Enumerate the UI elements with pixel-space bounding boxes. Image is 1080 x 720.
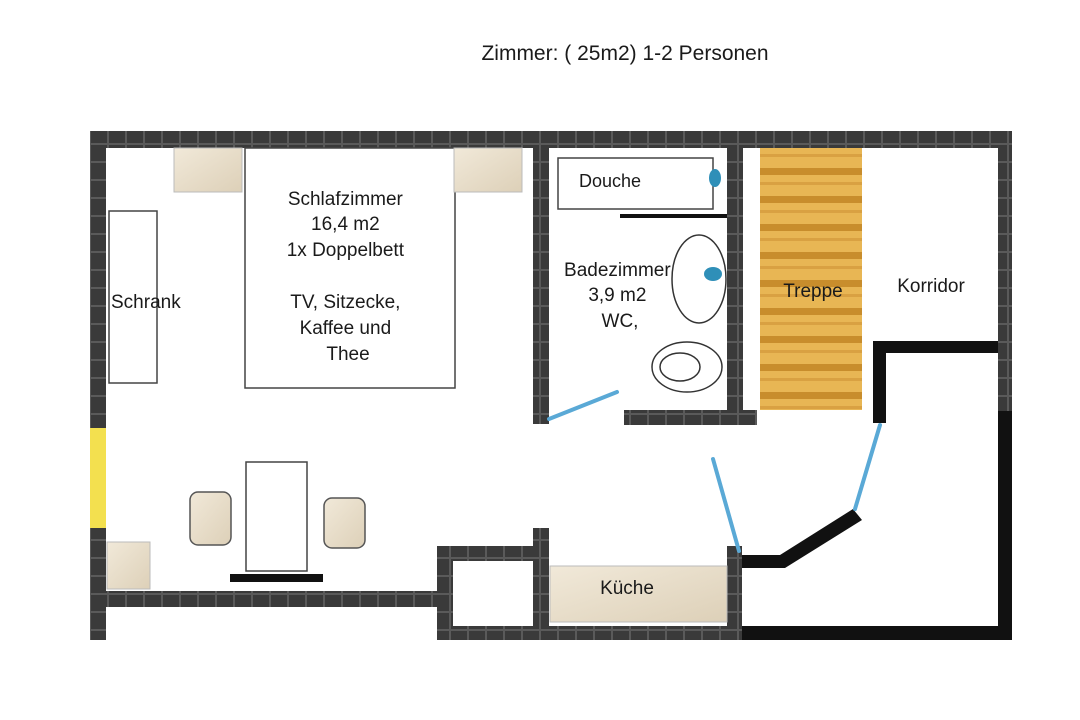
kitchen-door <box>711 457 741 553</box>
corridor-wall-v <box>873 341 886 423</box>
shower-label: Douche <box>579 171 641 191</box>
stairs-area <box>760 148 862 410</box>
bedroom-line-7: Thee <box>326 344 369 365</box>
corridor-label: Korridor <box>897 276 965 297</box>
sink <box>671 234 727 324</box>
wall-bottom-left <box>90 591 440 607</box>
wall-top <box>90 131 1012 148</box>
chair-right <box>323 497 366 549</box>
kitchen-counter <box>549 565 728 623</box>
bedroom-line-6: Kaffee und <box>300 318 392 339</box>
corridor-angled-wall <box>742 509 862 568</box>
wardrobe <box>108 210 158 384</box>
bathroom: Douche Badezimmer 3,9 m2 WC, <box>557 157 727 393</box>
outer-walls <box>90 131 1012 640</box>
wall-left-lower <box>90 528 106 640</box>
bedroom-line-1: Schlafzimmer <box>288 189 404 210</box>
shower-tap <box>709 169 721 187</box>
nightstand-left <box>173 147 243 193</box>
kitchen-wall-mid <box>533 528 549 640</box>
inner-walls <box>437 131 998 640</box>
shower <box>557 157 714 210</box>
toilet-inner <box>659 352 701 382</box>
kitchen-wall-left <box>437 546 453 640</box>
shower-screen <box>620 214 727 218</box>
bedroom-line-3: 1x Doppelbett <box>287 240 405 261</box>
wardrobe-label: Schrank <box>111 292 181 313</box>
bedroom-line-5: TV, Sitzecke, <box>290 292 400 313</box>
bathroom-line-2: 3,9 m2 <box>588 285 646 306</box>
wall-left-upper <box>90 131 106 428</box>
bathroom-line-3: WC, <box>602 311 639 332</box>
wall-right-upper <box>998 131 1012 411</box>
side-table <box>106 541 151 590</box>
kitchen-wall-top <box>437 546 537 561</box>
double-bed <box>244 147 456 389</box>
doors <box>547 390 882 553</box>
bath-wall-bottom <box>624 410 757 425</box>
kitchen: Küche <box>549 565 728 623</box>
nightstand-right <box>453 147 523 193</box>
wall-right-lower <box>998 411 1012 640</box>
bedroom-label: Schlafzimmer 16,4 m2 1x Doppelbett TV, S… <box>287 189 410 365</box>
tv-stand <box>230 574 323 582</box>
chair-left <box>189 491 232 546</box>
kitchen-wall-right <box>727 546 742 640</box>
table <box>245 461 308 572</box>
stairs: Treppe <box>760 148 862 410</box>
plan-title: Zimmer: ( 25m2) 1-2 Personen <box>481 42 769 65</box>
stairs-label: Treppe <box>783 281 843 302</box>
corridor-wall-h <box>873 341 998 353</box>
kitchen-label: Küche <box>600 578 654 599</box>
bathroom-line-1: Badezimmer <box>564 260 671 281</box>
bedroom-line-2: 16,4 m2 <box>311 214 380 235</box>
wall-bottom-mid <box>437 626 742 640</box>
bath-door <box>547 390 619 421</box>
bath-wall-left <box>533 131 549 424</box>
wall-bottom-right <box>742 626 1012 640</box>
bedroom: Schlafzimmer 16,4 m2 1x Doppelbett TV, S… <box>106 147 523 590</box>
sink-tap <box>704 267 722 281</box>
bath-wall-right <box>727 131 743 424</box>
corridor-door <box>853 423 882 511</box>
bathroom-label: Badezimmer 3,9 m2 WC, <box>564 260 676 332</box>
window <box>90 428 106 528</box>
